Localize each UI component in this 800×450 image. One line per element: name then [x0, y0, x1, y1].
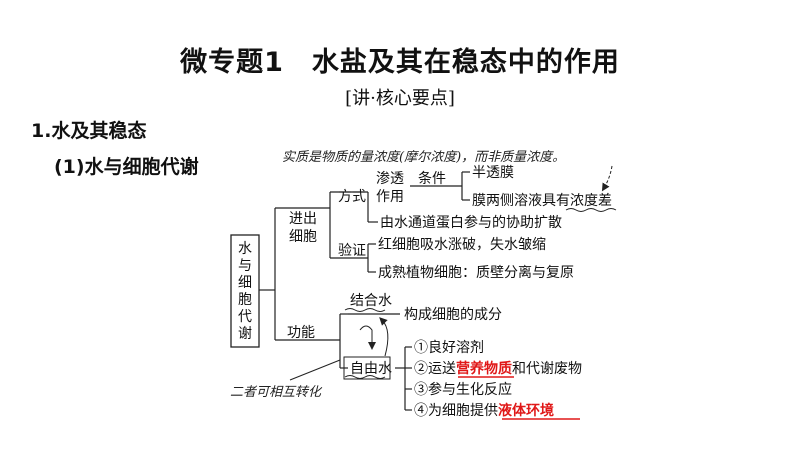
root-box	[230, 234, 260, 348]
verify-label: 验证	[338, 243, 366, 259]
free-water-box	[343, 356, 391, 380]
bracket-in-out	[329, 191, 368, 259]
condition-semipermeable: 半透膜	[472, 165, 514, 181]
wavy-underline-free-water	[344, 375, 386, 379]
free-water-item-2-post: 和代谢废物	[512, 361, 582, 377]
bracket-level1	[259, 207, 340, 341]
osmosis-label: 渗透	[376, 171, 404, 187]
root-char: 细	[238, 275, 252, 291]
note-mutual-conversion: 二者可相互转化	[230, 385, 323, 400]
note-arrow	[601, 165, 613, 192]
branch-function-label: 功能	[287, 325, 315, 341]
bracket-method	[367, 192, 378, 223]
free-water-item-1: ①良好溶剂	[414, 340, 484, 356]
branch-in-out-label: 进出	[289, 211, 317, 227]
free-water-item-4-pre: ④为细胞提供	[414, 403, 498, 419]
wavy-underline-concentration	[565, 208, 617, 212]
method-label: 方式	[338, 189, 366, 205]
note-molar-concentration: 实质是物质的量浓度(摩尔浓度)，而非质量浓度。	[282, 149, 565, 165]
section-heading: 1.水及其稳态	[31, 120, 147, 142]
root-char: 水	[238, 241, 252, 257]
subsection-heading: (1)水与细胞代谢	[54, 156, 199, 178]
root-char: 胞	[238, 292, 252, 308]
root-char: 代	[238, 309, 252, 325]
conversion-arrow-down	[359, 325, 376, 350]
conversion-arrow-up	[379, 317, 389, 357]
nutrients-highlight: 营养物质	[456, 360, 512, 377]
bracket-condition	[410, 171, 470, 201]
bound-water-label: 结合水	[350, 293, 392, 309]
root-char: 谢	[238, 326, 252, 342]
condition-concentration: 膜两侧溶液具有浓度差	[472, 193, 612, 209]
osmosis-label: 作用	[376, 189, 404, 205]
condition-label: 条件	[418, 170, 446, 187]
free-water-item-4: ④为细胞提供液体环境	[414, 402, 554, 419]
bracket-free-water	[395, 346, 412, 411]
liquid-env-highlight: 液体环境	[498, 402, 554, 419]
free-water-label: 自由水	[350, 361, 392, 377]
verify-plant-cell: 成熟植物细胞：质壁分离与复原	[378, 264, 574, 281]
method-water-channel: 由水通道蛋白参与的协助扩散	[380, 214, 562, 231]
branch-in-out-label: 细胞	[289, 229, 317, 245]
bracket-verify	[367, 243, 376, 273]
free-water-item-2-pre: ②运送	[414, 361, 456, 377]
note-bottom-pointer	[289, 359, 341, 381]
page-subtitle: [讲·核心要点]	[345, 88, 455, 109]
root-char: 与	[238, 258, 252, 274]
page-title: 微专题1 水盐及其在稳态中的作用	[180, 47, 620, 78]
free-water-item-2: ②运送营养物质和代谢废物	[414, 360, 582, 377]
wavy-underline-bound-water	[344, 308, 386, 312]
free-water-item-3: ③参与生化反应	[414, 381, 512, 398]
verify-red-cell: 红细胞吸水涨破，失水皱缩	[378, 237, 546, 253]
bound-water-desc: 构成细胞的成分	[404, 307, 502, 323]
